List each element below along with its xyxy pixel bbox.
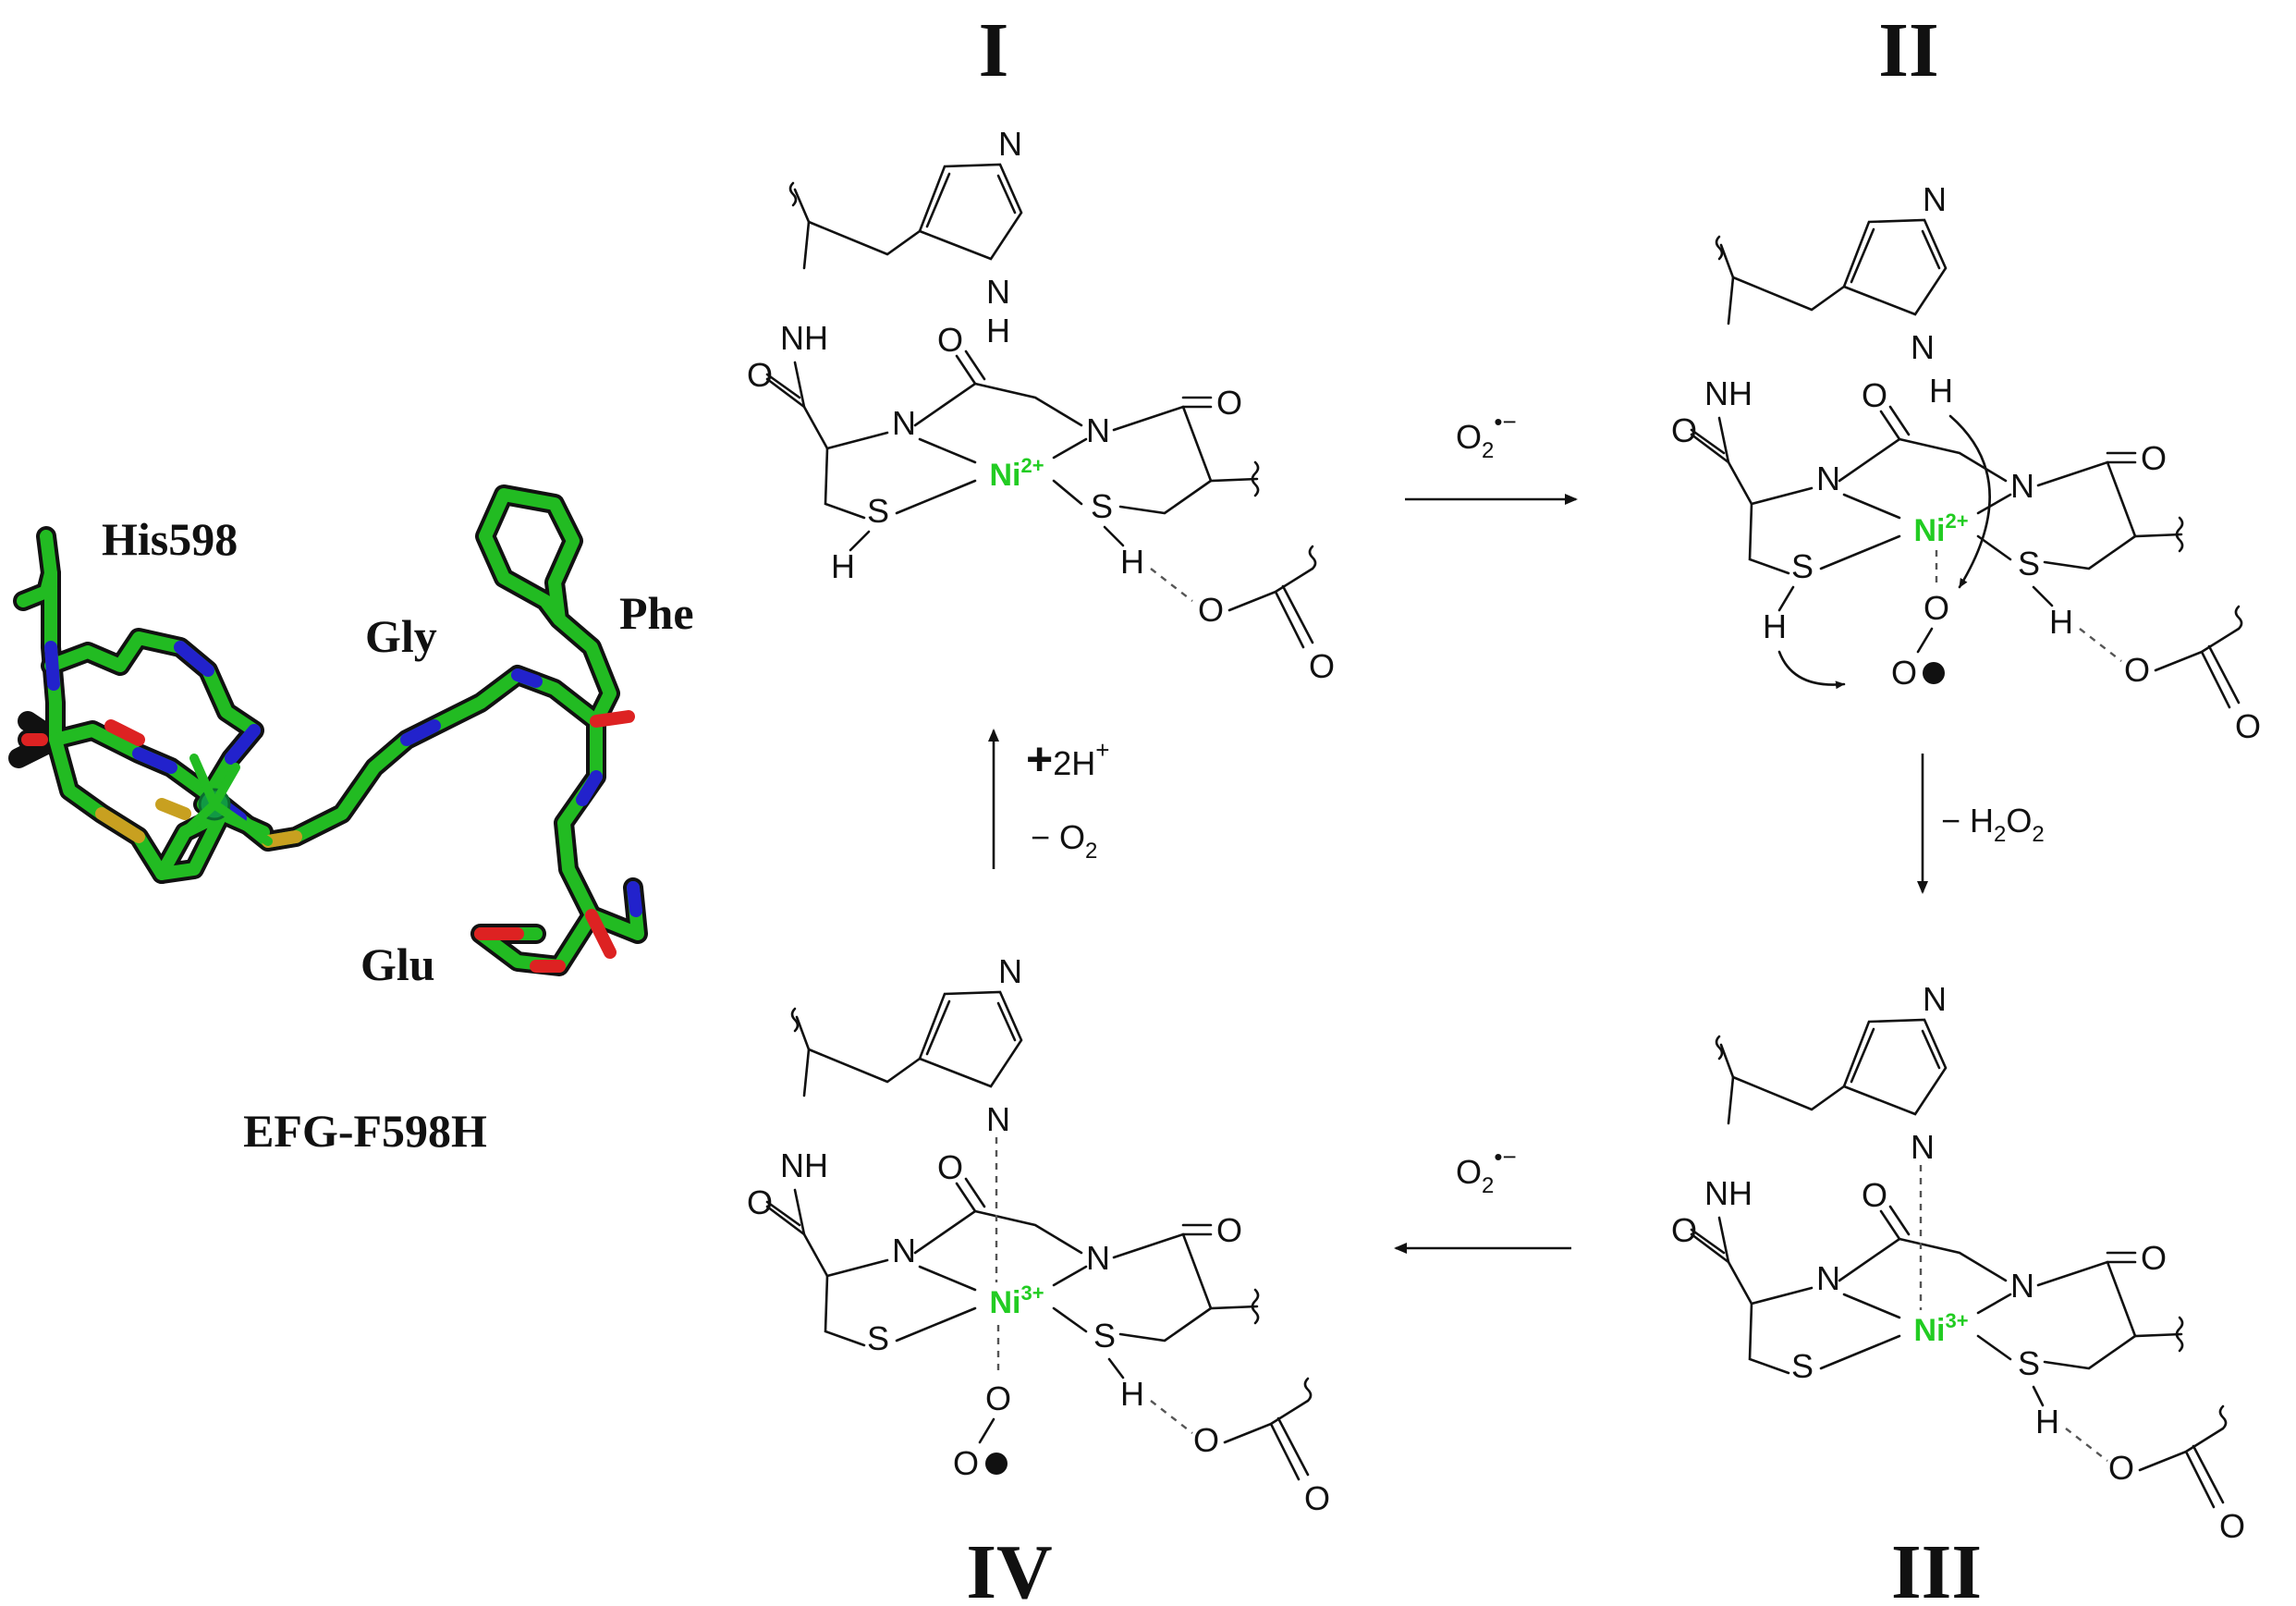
atom-N: N	[998, 125, 1022, 163]
atom-N: N	[1816, 1259, 1840, 1297]
arrow-label-superoxide: O2•−	[1456, 408, 1517, 463]
atom-N: N	[1086, 1239, 1110, 1277]
atom-O: O	[1862, 376, 1887, 414]
atom-O: O	[985, 1379, 1011, 1417]
atom-H: H	[831, 547, 855, 585]
radical-dot	[985, 1453, 1008, 1475]
atom-O: O	[1862, 1176, 1887, 1214]
atom-N: N	[1923, 980, 1947, 1018]
atom-H: H	[1120, 1375, 1144, 1413]
atom-S: S	[867, 492, 889, 530]
atom-NH: NH	[780, 319, 828, 357]
atom-N: N	[892, 1232, 916, 1269]
arrow-label-superoxide: O2•−	[1456, 1143, 1517, 1198]
atom-O: O	[1924, 589, 1949, 627]
atom-N: N	[892, 404, 916, 442]
atom-S: S	[1091, 487, 1113, 525]
atom-N: N	[1911, 328, 1935, 366]
atom-N: N	[986, 1100, 1010, 1138]
label-his598: His598	[102, 513, 238, 565]
atom-H: H	[2035, 1403, 2059, 1440]
atom-O: O	[937, 321, 963, 359]
nickel-label: Ni2+	[1913, 509, 1968, 548]
structure-label-I: I	[979, 7, 1009, 93]
arrow-III-to-IV: O2•−	[1394, 1143, 1571, 1254]
label-glu: Glu	[360, 938, 435, 990]
arrow-IV-to-I: +2H+ − O2	[988, 729, 1109, 869]
structure-II: N N H NH O N S H O N O S H O O Ni2+	[1671, 180, 2261, 745]
atom-H: H	[986, 312, 1010, 349]
atom-N: N	[1923, 180, 1947, 218]
radical-dot	[1923, 662, 1945, 684]
atom-N: N	[986, 273, 1010, 311]
atom-O: O	[1891, 654, 1917, 692]
protein-caption: EFG-F598H	[243, 1105, 487, 1157]
atom-S: S	[1791, 547, 1814, 585]
atom-S: S	[1093, 1317, 1116, 1355]
atom-S: S	[2018, 545, 2040, 582]
atom-O: O	[2108, 1449, 2134, 1487]
atom-H: H	[1120, 543, 1144, 581]
arrow-II-to-III: − H2O2	[1917, 754, 2045, 894]
structure-IV: N N NH O N S O N O S H O O Ni3+ O	[747, 952, 1330, 1517]
structure-label-IV: IV	[966, 1529, 1052, 1606]
nickel-label: Ni3+	[989, 1281, 1044, 1320]
label-phe: Phe	[619, 587, 694, 639]
atom-N: N	[2010, 467, 2034, 505]
arrow-label-plus-2h: +2H+	[1026, 733, 1109, 785]
atom-O: O	[1309, 647, 1335, 685]
atom-O: O	[2235, 707, 2261, 745]
atom-O: O	[2141, 439, 2167, 477]
atom-N: N	[1086, 411, 1110, 449]
atom-O: O	[1671, 1211, 1697, 1249]
atom-N: N	[2010, 1267, 2034, 1305]
atom-O: O	[1216, 384, 1242, 422]
protein-stick-model	[8, 484, 648, 976]
atom-N: N	[998, 952, 1022, 990]
label-gly: Gly	[365, 610, 437, 662]
atom-N: N	[1816, 460, 1840, 497]
nickel-label: Ni2+	[989, 454, 1044, 493]
structure-label-II: II	[1878, 7, 1938, 93]
nickel-label: Ni3+	[1913, 1309, 1968, 1348]
atom-S: S	[867, 1319, 889, 1357]
atom-O: O	[1671, 411, 1697, 449]
atom-O: O	[1198, 591, 1224, 629]
atom-O: O	[747, 356, 773, 394]
atom-H: H	[1929, 372, 1953, 410]
atom-O: O	[2219, 1507, 2245, 1545]
arrow-label-minus-h2o2: − H2O2	[1941, 802, 2045, 847]
atom-O: O	[2124, 651, 2150, 689]
structure-III: N N NH O N S O N O S H O O Ni3+	[1671, 980, 2245, 1545]
atom-O: O	[1216, 1211, 1242, 1249]
structure-I: N N H NH O N S H O N O S H O O Ni2+	[747, 125, 1335, 685]
atom-NH: NH	[780, 1146, 828, 1184]
structure-label-III: III	[1891, 1529, 1982, 1606]
atom-O: O	[937, 1148, 963, 1186]
atom-S: S	[1791, 1347, 1814, 1385]
arrow-I-to-II: O2•−	[1405, 408, 1578, 505]
atom-S: S	[2018, 1344, 2040, 1382]
atom-H: H	[1763, 607, 1787, 645]
arrow-label-minus-o2: − O2	[1031, 818, 1097, 864]
atom-N: N	[1911, 1128, 1935, 1166]
atom-O: O	[747, 1183, 773, 1221]
atom-NH: NH	[1704, 374, 1753, 412]
atom-O: O	[1193, 1421, 1219, 1459]
atom-O: O	[953, 1444, 979, 1482]
atom-H: H	[2049, 603, 2073, 641]
atom-O: O	[2141, 1239, 2167, 1277]
atom-O: O	[1304, 1479, 1330, 1517]
atom-NH: NH	[1704, 1174, 1753, 1212]
